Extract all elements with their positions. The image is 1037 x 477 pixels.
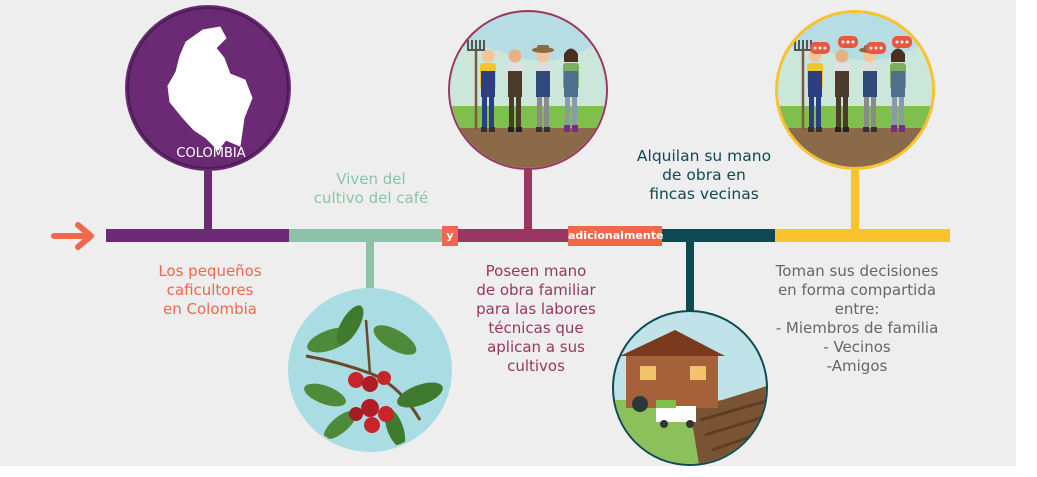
farmers-icon: [448, 10, 608, 170]
timeline-segment-4: [662, 229, 775, 242]
timeline-segment-2: [289, 229, 442, 242]
stage-4-line: fincas vecinas: [649, 185, 759, 203]
connector-adicionalmente-label: adicionalmente: [568, 229, 664, 242]
stage-2-line: Viven del: [336, 170, 406, 188]
stage-5-line: en forma compartida: [777, 281, 937, 299]
stage-3-line: cultivos: [507, 357, 565, 375]
stage-3-line: aplican a sus: [487, 338, 585, 356]
stem-1: [204, 165, 212, 231]
stage-3-line: de obra familiar: [476, 281, 596, 299]
stem-2: [366, 240, 374, 296]
stage-5-line: -Amigos: [826, 357, 888, 375]
coffee-plant-icon: [288, 288, 452, 452]
stage-5-line: Toman sus decisiones: [775, 262, 939, 280]
stage-3-line: técnicas que: [488, 319, 584, 337]
stage-3-line: para las labores: [476, 300, 596, 318]
colombia-map-label: COLOMBIA: [176, 146, 246, 161]
timeline-segment-3: [442, 229, 568, 242]
colombia-map-icon: [125, 5, 291, 171]
stage-1-line: caficultores: [166, 281, 254, 299]
connector-adicionalmente-tag: [568, 226, 662, 246]
stage-1-line: Los pequeños: [158, 262, 262, 280]
stage-5-line: - Vecinos: [823, 338, 891, 356]
arrow-right-icon: [51, 222, 94, 250]
stem-5: [851, 164, 859, 231]
timeline-segment-1: [106, 229, 289, 242]
connector-y-tag: [442, 226, 458, 246]
stage-5-line: - Miembros de familia: [775, 319, 939, 337]
farm-house-icon: [612, 310, 768, 466]
stage-2-line: cultivo del café: [313, 189, 429, 207]
stage-3-line: Poseen mano: [485, 262, 587, 280]
stage-4-line: Alquilan su mano: [636, 147, 772, 165]
stage-5-line: entre:: [834, 300, 880, 318]
stem-3: [524, 165, 532, 231]
stem-4: [686, 240, 694, 316]
stage-1-line: en Colombia: [163, 300, 257, 318]
connector-y-label: y: [446, 229, 454, 242]
farmers-talking-icon: [775, 10, 935, 170]
stage-4-line: de obra en: [662, 166, 746, 184]
timeline-segment-5: [775, 229, 950, 242]
